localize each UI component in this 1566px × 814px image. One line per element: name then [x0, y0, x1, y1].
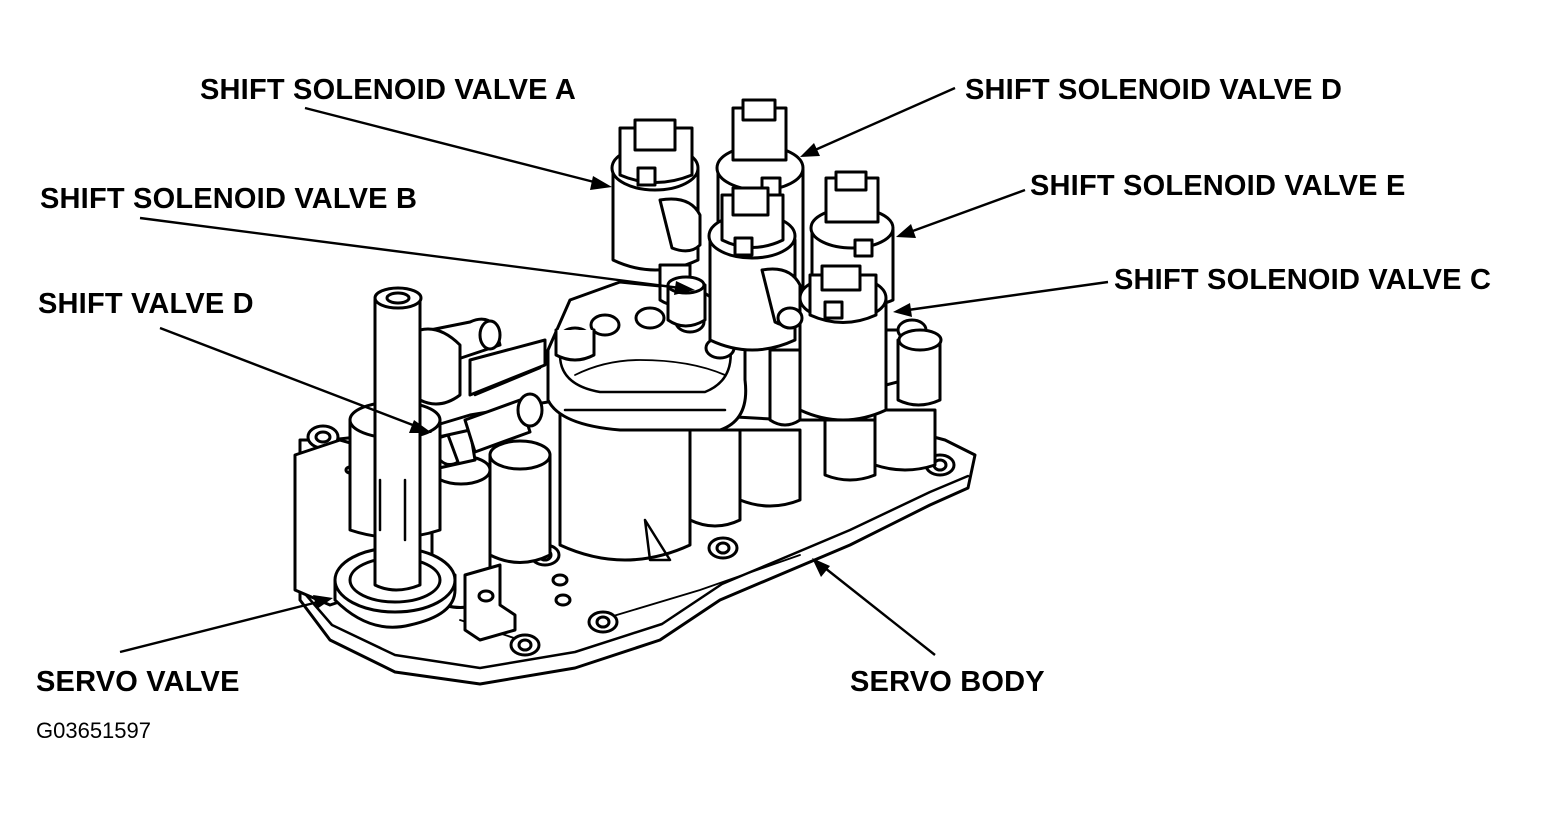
leader-shift-valve-d — [159, 326, 419, 429]
servo-valve-assembly — [333, 286, 462, 629]
label-servo-valve: SERVO VALVE — [36, 666, 240, 698]
label-shift-solenoid-valve-e: SHIFT SOLENOID VALVE E — [1030, 170, 1406, 202]
leader-solenoid-b — [139, 216, 681, 290]
leader-solenoid-e — [909, 188, 1026, 234]
leader-lines — [119, 86, 1109, 656]
leader-solenoid-c — [907, 280, 1109, 312]
leader-servo-valve — [119, 600, 319, 654]
solenoid-a — [610, 118, 702, 307]
solenoid-c — [768, 264, 943, 427]
label-shift-valve-d: SHIFT VALVE D — [38, 288, 254, 320]
leader-solenoid-a — [304, 106, 599, 185]
label-shift-solenoid-valve-d: SHIFT SOLENOID VALVE D — [965, 74, 1343, 106]
valve-bore-row — [430, 408, 937, 609]
label-shift-solenoid-valve-b: SHIFT SOLENOID VALVE B — [40, 183, 418, 215]
label-shift-solenoid-valve-a: SHIFT SOLENOID VALVE A — [200, 74, 577, 106]
label-servo-body: SERVO BODY — [850, 666, 1045, 698]
mounting-bracket — [463, 563, 517, 642]
figure-id: G03651597 — [36, 718, 151, 743]
leader-solenoid-d — [814, 86, 956, 152]
shift-valve-d-tubes — [423, 317, 547, 472]
label-shift-solenoid-valve-c: SHIFT SOLENOID VALVE C — [1114, 264, 1492, 296]
leader-servo-body — [824, 567, 936, 656]
